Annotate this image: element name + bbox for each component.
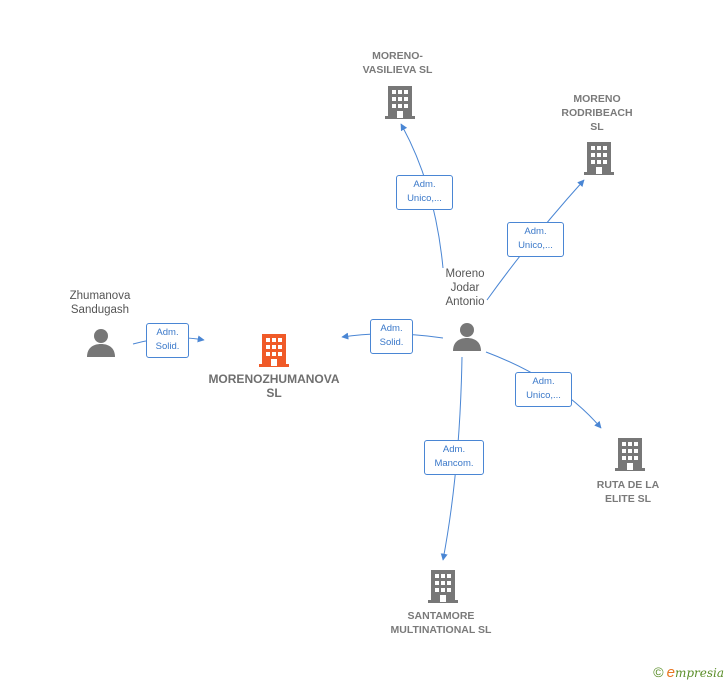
company-name-line: SANTAMORE: [407, 610, 475, 622]
relation-box-to-morenozhumanova[interactable]: Adm. Solid.: [370, 319, 413, 354]
building-icon[interactable]: [583, 140, 615, 176]
company-name-line: VASILIEVA SL: [362, 64, 433, 76]
relation-role-detail: Mancom.: [434, 458, 474, 469]
company-name-line: MULTINATIONAL SL: [390, 624, 492, 636]
relation-box-zhumanova[interactable]: Adm. Solid.: [146, 323, 189, 358]
relation-role: Adm.: [380, 323, 403, 334]
relation-box-to-santamore[interactable]: Adm. Mancom.: [424, 440, 484, 475]
company-name-line: MORENOZHUMANOVA: [208, 372, 340, 386]
person-name-line: Moreno: [445, 268, 485, 280]
person-name-line: Sandugash: [70, 304, 130, 316]
relation-role: Adm.: [442, 444, 466, 455]
company-label-moreno-rodribeach[interactable]: MORENO RODRIBEACH SL: [545, 92, 649, 134]
company-name-line: SL: [266, 386, 282, 400]
relation-role-detail: Unico,...: [526, 390, 561, 401]
relation-role-detail: Unico,...: [518, 240, 553, 251]
relation-role: Adm.: [524, 226, 547, 237]
relation-role-detail: Unico,...: [407, 193, 442, 204]
company-name-line: SL: [590, 121, 604, 133]
company-label-ruta-elite[interactable]: RUTA DE LA ELITE SL: [580, 478, 676, 506]
building-icon[interactable]: [427, 568, 459, 604]
person-name-line: Zhumanova: [69, 290, 131, 302]
person-icon[interactable]: [85, 326, 117, 358]
company-label-santamore[interactable]: SANTAMORE MULTINATIONAL SL: [376, 609, 506, 637]
relation-box-to-rodribeach[interactable]: Adm. Unico,...: [507, 222, 564, 257]
company-label-morenozhumanova[interactable]: MORENOZHUMANOVA SL: [194, 372, 354, 400]
person-name-line: Jodar: [450, 282, 480, 294]
company-name-line: MORENO-: [372, 50, 423, 62]
person-label-zhumanova[interactable]: Zhumanova Sandugash: [50, 289, 150, 317]
building-icon[interactable]: [614, 436, 646, 472]
person-icon[interactable]: [451, 320, 483, 352]
building-icon-highlighted[interactable]: [258, 332, 290, 368]
relation-role-detail: Solid.: [379, 337, 404, 348]
company-name-line: RODRIBEACH: [561, 107, 633, 119]
empresia-logo[interactable]: ©empresia: [653, 664, 724, 681]
company-label-moreno-vasilieva[interactable]: MORENO- VASILIEVA SL: [340, 49, 455, 77]
copyright-icon: ©: [653, 664, 664, 680]
relation-role-detail: Solid.: [155, 341, 180, 352]
relation-box-to-vasilieva[interactable]: Adm. Unico,...: [396, 175, 453, 210]
relation-role: Adm.: [532, 376, 555, 387]
company-name-line: ELITE SL: [604, 493, 652, 505]
building-icon[interactable]: [384, 84, 416, 120]
company-name-line: RUTA DE LA: [596, 479, 660, 491]
brand-name: mpresia: [674, 666, 724, 680]
company-name-line: MORENO: [573, 93, 621, 105]
person-label-moreno-jodar[interactable]: Moreno Jodar Antonio: [420, 267, 510, 309]
relation-box-to-ruta[interactable]: Adm. Unico,...: [515, 372, 572, 407]
person-name-line: Antonio: [445, 296, 485, 308]
relation-role: Adm.: [413, 179, 436, 190]
relation-role: Adm.: [156, 327, 179, 338]
brand-initial: e: [666, 664, 675, 681]
